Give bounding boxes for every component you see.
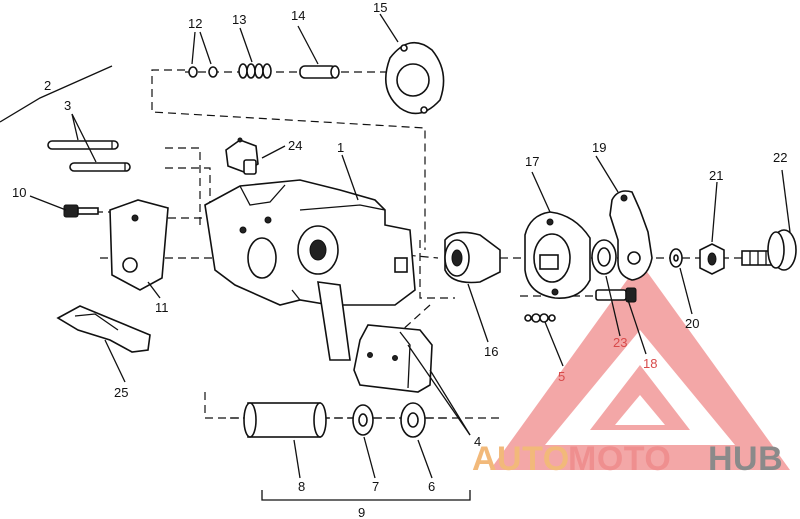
part-8-sleeve xyxy=(243,402,327,438)
watermark-moto: MOTO xyxy=(568,440,671,478)
part-23-seal xyxy=(591,239,617,275)
callout-labels: 1 2 3 4 5 6 7 8 9 10 11 12 13 14 15 16 1… xyxy=(12,0,787,519)
part-3-pins xyxy=(47,140,131,172)
callout-9: 9 xyxy=(358,505,365,519)
part-16-piston-cup xyxy=(444,231,501,284)
part-25-clip xyxy=(56,305,151,353)
part-19-lever-arm xyxy=(609,190,653,281)
callout-2: 2 xyxy=(44,78,51,93)
callout-21: 21 xyxy=(709,168,723,183)
callout-14: 14 xyxy=(291,8,305,23)
part-4-brake-pad xyxy=(353,324,433,393)
callout-22: 22 xyxy=(773,150,787,165)
watermark-logo xyxy=(490,262,790,470)
part-21-nut xyxy=(699,243,725,275)
callout-15: 15 xyxy=(373,0,387,15)
callout-19: 19 xyxy=(592,140,606,155)
leader-lines xyxy=(29,13,791,501)
part-1-caliper-body xyxy=(204,179,416,361)
part-6-washer xyxy=(400,402,426,438)
callout-17: 17 xyxy=(525,154,539,169)
callout-11: 11 xyxy=(155,300,169,315)
part-13-spring xyxy=(238,63,272,79)
part-11-bracket xyxy=(109,199,169,291)
part-18-screw xyxy=(595,287,637,303)
watermark-hub: HUB xyxy=(708,440,783,478)
callout-5: 5 xyxy=(558,369,565,384)
part-14-piston xyxy=(299,65,340,79)
callout-7: 7 xyxy=(372,479,379,494)
callout-18: 18 xyxy=(643,356,657,371)
part-5-spring xyxy=(524,313,556,323)
watermark-text: AUTO MOTO HUB xyxy=(472,440,783,478)
callout-25: 25 xyxy=(114,385,128,400)
callout-1: 1 xyxy=(337,140,344,155)
callout-10: 10 xyxy=(12,185,26,200)
callout-6: 6 xyxy=(428,479,435,494)
watermark-auto: AUTO xyxy=(472,440,570,478)
part-24-bleed-screw xyxy=(225,137,259,175)
callout-3: 3 xyxy=(64,98,71,113)
watermark-triangle-hole xyxy=(615,395,665,425)
part-15-gasket xyxy=(384,41,445,115)
callout-16: 16 xyxy=(484,344,498,359)
part-7-washer xyxy=(352,404,374,436)
part-17-housing xyxy=(524,211,591,299)
part-22-adjuster-knob xyxy=(741,229,797,271)
callout-12: 12 xyxy=(188,16,202,31)
part-12-orings xyxy=(188,66,218,78)
part-10-bolt xyxy=(63,204,99,218)
callout-23: 23 xyxy=(613,335,627,350)
callout-8: 8 xyxy=(298,479,305,494)
part-2-leader xyxy=(0,65,113,123)
part-20-washer xyxy=(669,248,683,268)
callout-24: 24 xyxy=(288,138,302,153)
callout-4: 4 xyxy=(474,434,481,449)
callout-20: 20 xyxy=(685,316,699,331)
callout-13: 13 xyxy=(232,12,246,27)
